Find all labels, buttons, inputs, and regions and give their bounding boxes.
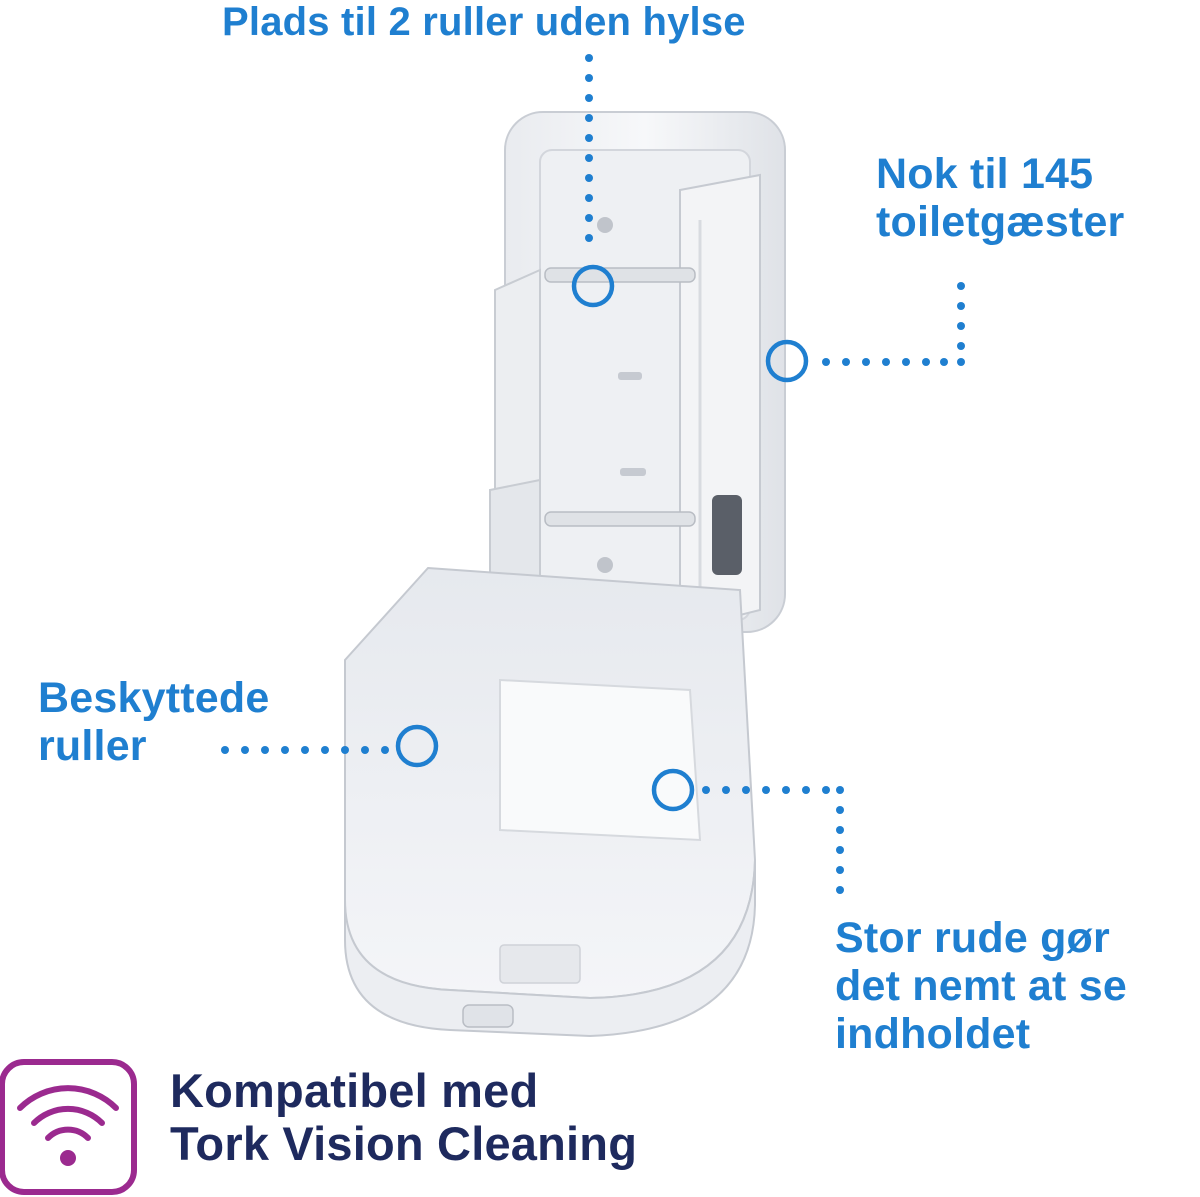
callout-left-line-1: Beskyttede	[38, 674, 270, 722]
badge-line-2: Tork Vision Cleaning	[170, 1116, 638, 1170]
badge-line-1: Kompatibel med	[170, 1064, 539, 1117]
callout-left-line-2: ruller	[38, 722, 147, 771]
ring-right	[765, 339, 809, 383]
ring-bottom	[651, 768, 695, 812]
callout-connectors	[221, 54, 965, 894]
dispenser-lid	[344, 566, 757, 1038]
callout-top-text: Plads til 2 ruller uden hylse	[222, 0, 746, 44]
callout-rings	[395, 264, 809, 812]
vision-cleaning-badge-text: Kompatibel med Tork Vision Cleaning	[170, 1064, 638, 1170]
callout-capacity: Nok til 145 toiletgæster	[876, 150, 1125, 246]
wifi-icon	[0, 1059, 137, 1195]
ring-left	[395, 724, 439, 768]
callout-bottom-line-3: indholdet	[835, 1010, 1031, 1059]
callout-rolls-without-core: Plads til 2 ruller uden hylse	[222, 0, 746, 45]
callout-large-window: Stor rude gør det nemt at se indholdet	[835, 914, 1127, 1058]
callout-right-line-1: Nok til 145	[876, 150, 1094, 198]
connector-bottom	[702, 786, 844, 894]
connector-top	[585, 54, 593, 242]
callout-bottom-line-2: det nemt at se	[835, 962, 1127, 1011]
callout-right-line-2: toiletgæster	[876, 198, 1125, 247]
callout-protected-rolls: Beskyttede ruller	[38, 674, 269, 770]
callout-bottom-line-1: Stor rude gør	[835, 914, 1110, 962]
connector-right	[822, 282, 965, 366]
connector-left	[221, 746, 389, 754]
dispenser-housing	[489, 111, 786, 633]
ring-top	[571, 264, 615, 308]
